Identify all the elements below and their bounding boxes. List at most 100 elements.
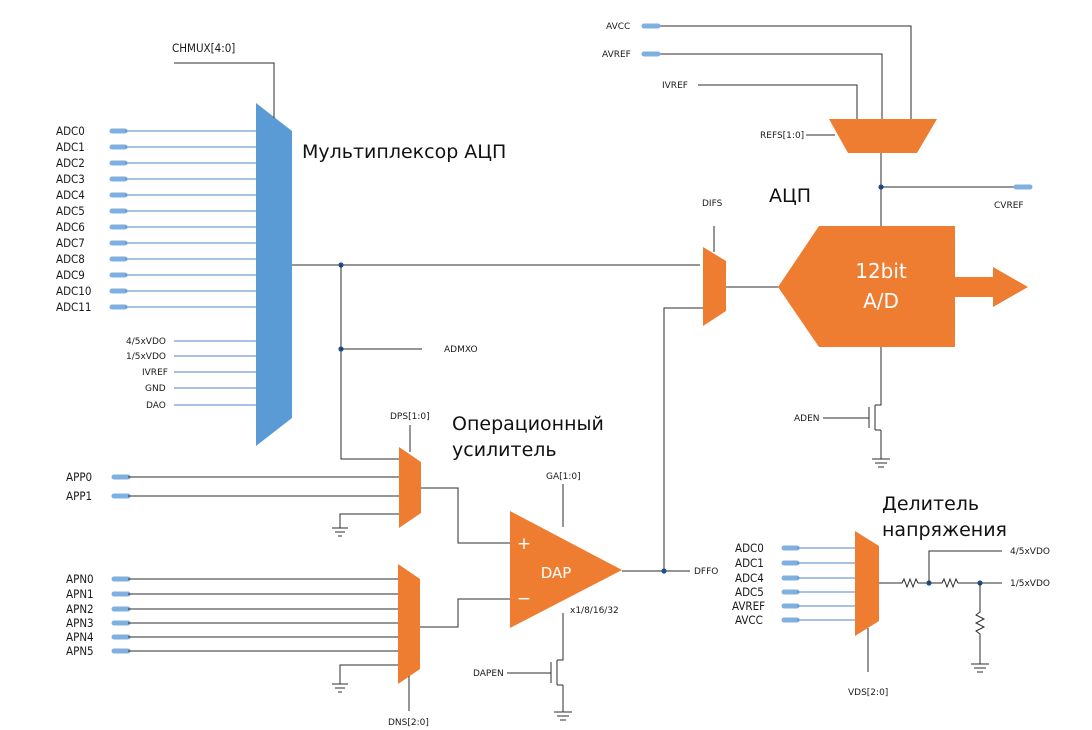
apn-input-3: APN3	[66, 616, 398, 630]
mux-input-adc7: ADC7	[56, 236, 256, 250]
divider-title-2: напряжения	[882, 519, 1007, 541]
divider-input-label: ADC5	[735, 585, 764, 599]
divider-input-adc0: ADC0	[735, 541, 855, 555]
divider-input-label: ADC0	[735, 541, 764, 555]
divider-input-label: ADC1	[735, 556, 764, 570]
divider-input-avcc: AVCC	[735, 613, 855, 627]
divider-title-1: Делитель	[882, 493, 979, 515]
dps-mux	[399, 447, 421, 528]
apn-input-label: APN0	[66, 572, 94, 586]
mux-internal-label: 1/5xVDO	[126, 352, 166, 362]
divider-input-adc5: ADC5	[735, 585, 855, 599]
opamp-title-2: усилитель	[452, 439, 557, 461]
mux-input-label: ADC3	[56, 172, 85, 186]
difs-label: DIFS	[702, 199, 723, 209]
mux-internal-dao: DAO	[146, 401, 256, 411]
apn-input-label: APN4	[66, 630, 94, 644]
mux-internal-45vdo: 4/5xVDO	[126, 337, 256, 347]
chmux-label: CHMUX[4:0]	[172, 41, 235, 55]
avcc-label: AVCC	[606, 22, 630, 32]
dap-plus: +	[517, 534, 531, 554]
divider-inputs: ADC0 ADC1 ADC4 ADC5 AVREF AVCC	[732, 541, 855, 627]
mux-internal-label: 4/5xVDO	[126, 337, 166, 347]
mux-input-adc6: ADC6	[56, 220, 256, 234]
divider-input-adc4: ADC4	[735, 571, 855, 585]
mux-input-adc8: ADC8	[56, 252, 256, 266]
dps-label: DPS[1:0]	[390, 412, 430, 422]
refs-label: REFS[1:0]	[760, 131, 804, 141]
mux-input-label: ADC4	[56, 188, 85, 202]
mux-internal-label: IVREF	[142, 368, 168, 378]
mux-input-adc4: ADC4	[56, 188, 256, 202]
mux-internal-gnd: GND	[145, 384, 256, 394]
gain-label: x1/8/16/32	[570, 606, 619, 616]
dap-label: DAP	[541, 564, 572, 582]
dap-minus: −	[517, 589, 531, 609]
app-input-0: APP0	[66, 470, 399, 484]
divider-input-label: AVREF	[732, 599, 765, 613]
mux-input-label: ADC9	[56, 268, 85, 282]
app-input-label: APP1	[66, 489, 92, 503]
app-input-1: APP1	[66, 489, 399, 503]
avref-label: AVREF	[602, 50, 631, 60]
apn-input-5: APN5	[66, 644, 398, 658]
mux-title: Мультиплексор АЦП	[302, 141, 506, 163]
apn-input-2: APN2	[66, 602, 398, 616]
dns-mux	[398, 564, 420, 684]
mux-input-label: ADC1	[56, 140, 85, 154]
divider-input-label: ADC4	[735, 571, 764, 585]
adc-output-arrow	[955, 267, 1028, 307]
div-out2-label: 1/5xVDO	[1010, 579, 1050, 589]
dapen-label: DAPEN	[473, 669, 504, 679]
mux-input-adc9: ADC9	[56, 268, 256, 282]
mux-internal-inputs: 4/5xVDO 1/5xVDO IVREF GND DAO	[126, 337, 256, 411]
mux-input-adc5: ADC5	[56, 204, 256, 218]
aden-switch	[823, 347, 890, 468]
apn-input-label: APN1	[66, 587, 94, 601]
divider-input-adc1: ADC1	[735, 556, 855, 570]
adc-multiplexer	[256, 103, 292, 446]
mux-input-label: ADC11	[56, 300, 91, 314]
mux-input-adc11: ADC11	[56, 300, 256, 314]
mux-input-adc0: ADC0	[56, 124, 256, 138]
divider-resistors	[879, 550, 1002, 673]
mux-input-adc1: ADC1	[56, 140, 256, 154]
dns-label: DNS[2:0]	[388, 718, 429, 728]
vds-label: VDS[2:0]	[848, 688, 888, 698]
adc-label-ad: A/D	[863, 289, 899, 313]
ivref-label: IVREF	[662, 81, 688, 91]
mux-input-label: ADC8	[56, 252, 85, 266]
admxo-label: ADMXO	[444, 345, 478, 355]
mux-internal-ivref: IVREF	[142, 368, 256, 378]
apn-input-1: APN1	[66, 587, 398, 601]
aden-label: ADEN	[794, 414, 820, 424]
ga-label: GA[1:0]	[546, 472, 581, 482]
div-out1-label: 4/5xVDO	[1010, 547, 1050, 557]
cvref-label: CVREF	[994, 201, 1024, 211]
apn-input-label: APN5	[66, 644, 94, 658]
mux-input-label: ADC7	[56, 236, 85, 250]
apn-input-label: APN3	[66, 616, 94, 630]
refs-mux	[829, 119, 937, 153]
mux-input-label: ADC5	[56, 204, 85, 218]
mux-input-label: ADC2	[56, 156, 85, 170]
mux-input-label: ADC10	[56, 284, 91, 298]
mux-input-adc3: ADC3	[56, 172, 256, 186]
adc-12bit	[778, 226, 955, 347]
mux-input-label: ADC6	[56, 220, 85, 234]
mux-input-adc10: ADC10	[56, 284, 256, 298]
apn-input-0: APN0	[66, 572, 398, 586]
divider-mux	[855, 531, 879, 636]
apn-input-4: APN4	[66, 630, 398, 644]
mux-internal-label: GND	[145, 384, 166, 394]
difs-mux	[703, 247, 726, 326]
divider-input-label: AVCC	[735, 613, 763, 627]
dap-opamp	[510, 511, 622, 628]
opamp-title-1: Операционный	[452, 413, 604, 435]
mux-input-label: ADC0	[56, 124, 85, 138]
divider-input-avref: AVREF	[732, 599, 855, 613]
apn-inputs: APN0 APN1 APN2 APN3 APN4 APN5	[66, 572, 398, 658]
app-inputs: APP0 APP1	[66, 470, 399, 503]
adc-title: АЦП	[769, 185, 811, 207]
